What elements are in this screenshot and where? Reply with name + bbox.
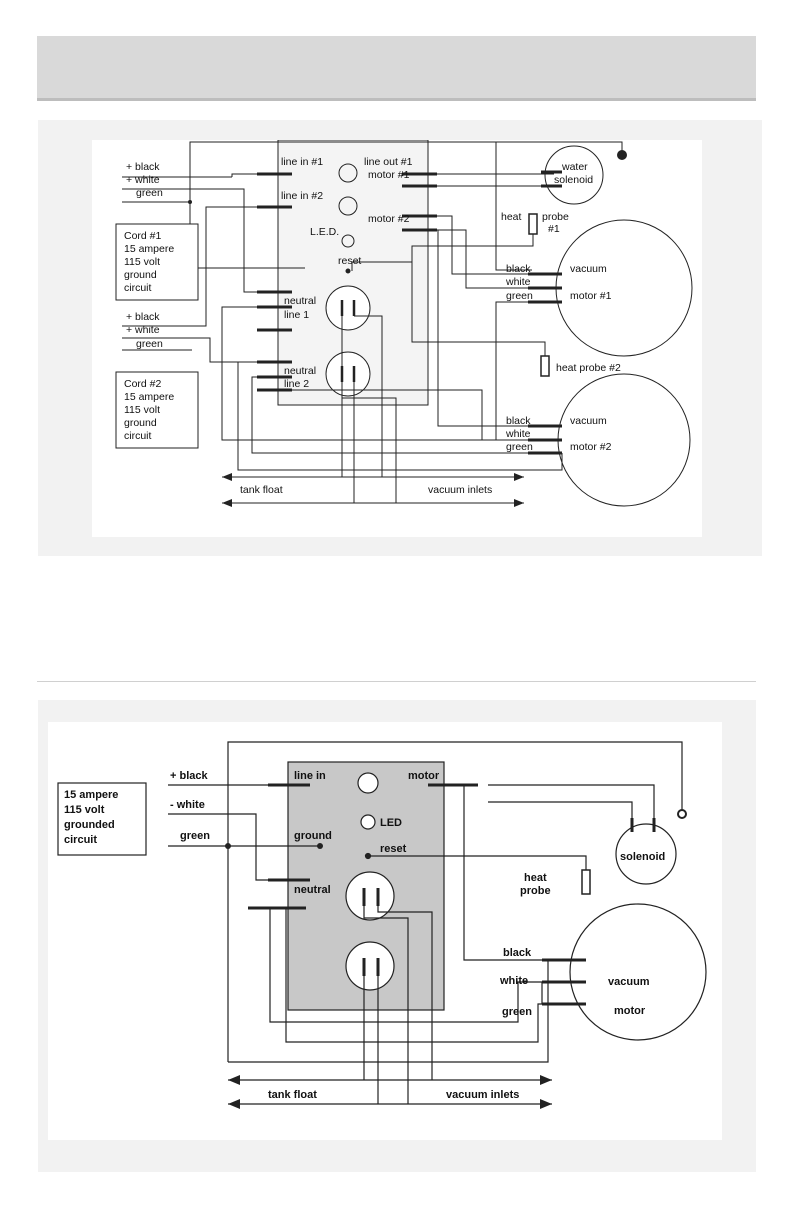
heat-probe-1-label-3: #1 <box>548 223 560 235</box>
panel2-line-in: line in <box>294 770 326 782</box>
vm-vacuum: vacuum <box>608 976 650 988</box>
panel-led: L.E.D. <box>310 226 339 238</box>
vm2-motor: motor #2 <box>570 441 612 453</box>
cord1-label: Cord #1 <box>124 230 162 242</box>
panel-reset: reset <box>338 255 361 267</box>
panel-motor-1: motor #1 <box>368 169 410 181</box>
vm-green: green <box>502 1006 532 1018</box>
panel2-reset: reset <box>380 843 407 855</box>
vm1-black: black <box>506 263 531 275</box>
cord2-ground: ground <box>124 417 157 429</box>
cord1-wire-black: + black <box>126 161 160 173</box>
wiring-diagram-1-canvas: + black + white green Cord #1 15 ampere … <box>92 140 702 537</box>
vm-motor: motor <box>614 1005 646 1017</box>
cord1-wire-green: green <box>136 187 163 199</box>
wire-black-label: + black <box>170 770 208 782</box>
panel2-led: LED <box>380 817 402 829</box>
panel-neutral-2: neutral <box>284 365 316 377</box>
cord2-volt: 115 volt <box>124 404 160 416</box>
panel-line-1: line 1 <box>284 309 309 321</box>
cord1-circuit: circuit <box>124 282 152 294</box>
header-band <box>37 36 756 101</box>
water-solenoid-label-1: water <box>561 161 588 173</box>
vm1-green: green <box>506 290 533 302</box>
vm1-vacuum: vacuum <box>570 263 607 275</box>
wiring-diagram-2-canvas: 15 ampere 115 volt grounded circuit + bl… <box>48 722 722 1140</box>
cord2-ampere: 15 ampere <box>124 391 174 403</box>
heat-probe-label-2: probe <box>520 885 551 897</box>
tank-float-label-2: tank float <box>268 1089 317 1101</box>
section-divider <box>37 681 756 682</box>
panel-neutral-1: neutral <box>284 295 316 307</box>
panel2-ground: ground <box>294 830 332 842</box>
vm2-vacuum: vacuum <box>570 415 607 427</box>
panel-line-in-1: line in #1 <box>281 156 323 168</box>
cord2-wire-black: + black <box>126 311 160 323</box>
vm1-motor: motor #1 <box>570 290 612 302</box>
wiring-diagram-1: + black + white green Cord #1 15 ampere … <box>115 140 693 507</box>
cord2-wire-green: green <box>136 338 163 350</box>
cord1-wire-white: + white <box>126 174 160 186</box>
heat-probe-2-label: heat probe #2 <box>556 362 621 374</box>
wire-green-label: green <box>180 830 210 842</box>
wiring-diagram-2-panel: 15 ampere 115 volt grounded circuit + bl… <box>38 700 756 1172</box>
panel2-neutral: neutral <box>294 884 331 896</box>
circuit-box-grounded: grounded <box>64 819 115 831</box>
cord1-volt: 115 volt <box>124 256 160 268</box>
vm1-white: white <box>505 276 531 288</box>
cord1-ampere: 15 ampere <box>124 243 174 255</box>
vm2-black: black <box>506 415 531 427</box>
circuit-box-ampere: 15 ampere <box>64 789 118 801</box>
wire-white-label: - white <box>170 799 205 811</box>
circuit-box-circuit: circuit <box>64 834 97 846</box>
panel-line-out-1: line out #1 <box>364 156 413 168</box>
heat-probe-label-1: heat <box>524 872 547 884</box>
wiring-diagram-1-panel: + black + white green Cord #1 15 ampere … <box>38 120 762 556</box>
cord2-wire-white: + white <box>126 324 160 336</box>
cord1-ground: ground <box>124 269 157 281</box>
vm-white: white <box>499 975 528 987</box>
circuit-box-volt: 115 volt <box>64 804 105 816</box>
cord2-circuit: circuit <box>124 430 152 442</box>
panel-line-2: line 2 <box>284 378 309 390</box>
vacuum-inlets-label-1: vacuum inlets <box>428 484 492 496</box>
panel-line-in-2: line in #2 <box>281 190 323 202</box>
panel-motor-2: motor #2 <box>368 213 410 225</box>
vm2-green: green <box>506 441 533 453</box>
cord2-label: Cord #2 <box>124 378 162 390</box>
tank-float-label-1: tank float <box>240 484 283 496</box>
heat-probe-1-label-2: probe <box>542 211 569 223</box>
vm-black: black <box>503 947 532 959</box>
vacuum-inlets-label-2: vacuum inlets <box>446 1089 519 1101</box>
wiring-diagram-2: 15 ampere 115 volt grounded circuit + bl… <box>57 741 707 1109</box>
solenoid-label: solenoid <box>620 851 665 863</box>
heat-probe-1-label-1: heat <box>501 211 522 223</box>
vm2-white: white <box>505 428 531 440</box>
water-solenoid-label-2: solenoid <box>554 174 593 186</box>
panel2-motor: motor <box>408 770 440 782</box>
